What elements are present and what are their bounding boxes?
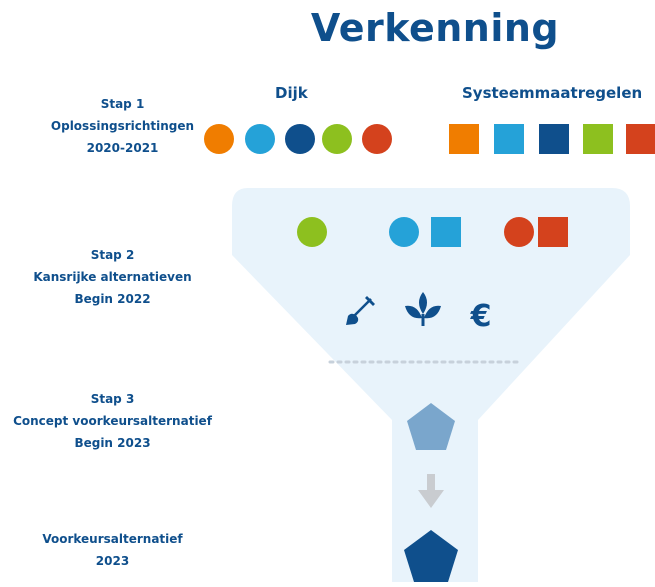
final-step-line2: 2023 xyxy=(95,554,130,568)
step-3-line1: Stap 3 xyxy=(90,392,135,406)
down-arrow-icon xyxy=(418,474,444,508)
alternative-red-square xyxy=(538,217,568,247)
final-step-label: Voorkeursalternatief 2023 xyxy=(10,528,215,572)
alternative-blue-square xyxy=(431,217,461,247)
page-title: Verkenning xyxy=(310,6,560,50)
step-1-line1: Stap 1 xyxy=(100,97,145,111)
final-pentagon xyxy=(404,530,458,582)
funnel-shape xyxy=(232,188,630,582)
step-1-line3: 2020-2021 xyxy=(86,141,159,155)
concept-pentagon xyxy=(407,403,455,450)
alternative-green-circle xyxy=(297,217,327,247)
step-3-line3: Begin 2023 xyxy=(74,436,151,450)
step-1-line2: Oplossingsrichtingen xyxy=(50,119,195,133)
final-step-line1: Voorkeursalternatief xyxy=(42,532,183,546)
dike-option-red xyxy=(362,124,392,154)
step-2-label: Stap 2 Kansrijke alternatieven Begin 202… xyxy=(10,244,215,310)
system-option-light-blue xyxy=(494,124,524,154)
step-3-label: Stap 3 Concept voorkeursalternatief Begi… xyxy=(0,388,225,454)
step-2-line3: Begin 2022 xyxy=(74,292,151,306)
step-2-line1: Stap 2 xyxy=(90,248,135,262)
dike-option-light-blue xyxy=(245,124,275,154)
alternative-red-circle xyxy=(504,217,534,247)
step-1-label: Stap 1 Oplossingsrichtingen 2020-2021 xyxy=(20,93,225,159)
column-header-system-measures: Systeemmaatregelen xyxy=(462,84,643,102)
dike-option-dark-blue xyxy=(285,124,315,154)
step-2-line2: Kansrijke alternatieven xyxy=(33,270,192,284)
system-option-orange xyxy=(449,124,479,154)
plant-icon xyxy=(405,292,441,326)
dike-option-orange xyxy=(204,124,234,154)
system-option-dark-blue xyxy=(539,124,569,154)
shovel-icon xyxy=(346,296,375,325)
alternative-blue-circle xyxy=(389,217,419,247)
system-option-green xyxy=(583,124,613,154)
system-option-red xyxy=(626,124,655,154)
column-header-dike: Dijk xyxy=(275,84,308,102)
dike-option-green xyxy=(322,124,352,154)
euro-icon: € xyxy=(470,299,492,334)
step-3-line2: Concept voorkeursalternatief xyxy=(13,414,212,428)
